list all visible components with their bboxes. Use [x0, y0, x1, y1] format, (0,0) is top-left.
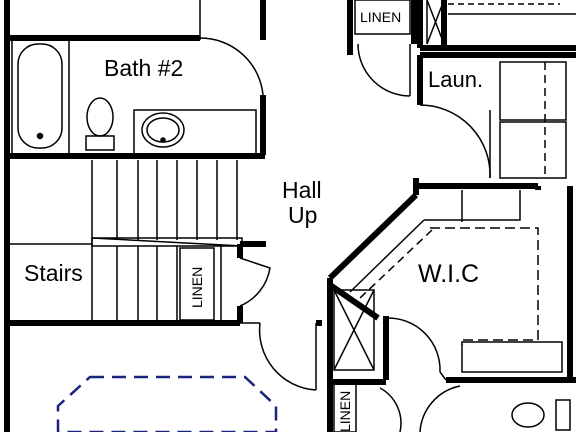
walls — [4, 0, 576, 432]
room-label-bath2: Bath #2 — [104, 55, 183, 81]
room-label-linen-bottom: LINEN — [337, 391, 353, 432]
vanity — [133, 109, 257, 155]
fixtures — [10, 0, 576, 432]
room-label-hall: Hall — [282, 177, 322, 203]
toilet — [86, 97, 114, 137]
room-label-hall-up: Up — [288, 202, 317, 228]
dryer — [499, 121, 567, 179]
bathtub — [17, 43, 63, 149]
sink — [141, 112, 185, 148]
room-label-linen-stairs: LINEN — [189, 267, 205, 308]
room-label-laundry: Laun. — [428, 67, 483, 92]
room-label-linen-top: LINEN — [360, 9, 401, 25]
washer — [499, 61, 567, 121]
ceiling-outline — [56, 375, 278, 432]
room-label-stairs: Stairs — [24, 260, 83, 286]
room-label-wic: W.I.C — [418, 260, 479, 288]
